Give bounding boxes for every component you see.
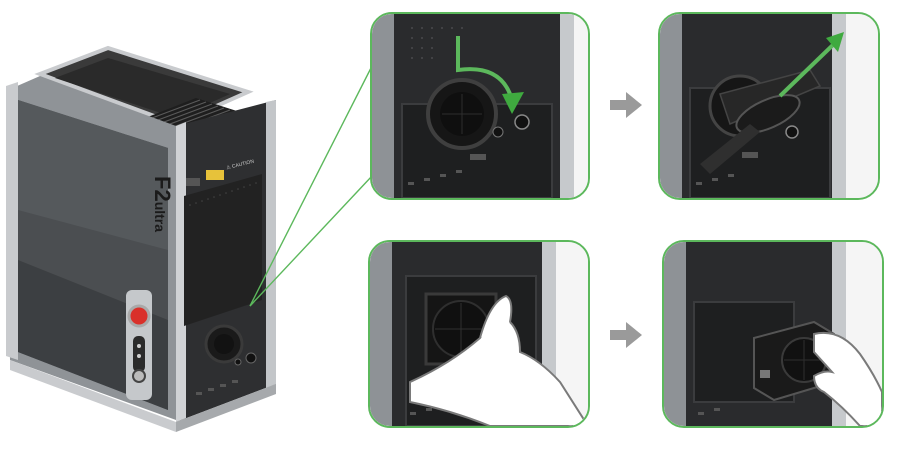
step-3-panel	[368, 240, 590, 428]
power-button	[132, 369, 146, 383]
fan-cover	[426, 78, 498, 150]
pull-out-arrow-icon	[778, 40, 838, 98]
warning-sticker	[206, 170, 224, 180]
emergency-stop-button	[127, 304, 151, 328]
step-2-panel	[658, 12, 880, 200]
step-1-panel	[370, 12, 590, 200]
step-4-panel	[662, 240, 884, 428]
exhaust-fan	[204, 324, 257, 366]
laser-engraver-device	[6, 45, 276, 432]
step-2-illustration	[660, 14, 878, 198]
hand-holding-fan	[812, 332, 882, 426]
next-step-arrow-icon-2	[610, 322, 642, 348]
control-column	[126, 290, 152, 400]
step-3-illustration	[370, 242, 588, 426]
step-4-illustration	[664, 242, 882, 426]
hand-illustration	[409, 294, 588, 426]
step-1-illustration	[372, 14, 588, 198]
next-step-arrow-icon	[610, 92, 642, 118]
perforated-panel	[184, 174, 262, 326]
rotate-arrow-icon	[456, 36, 514, 101]
